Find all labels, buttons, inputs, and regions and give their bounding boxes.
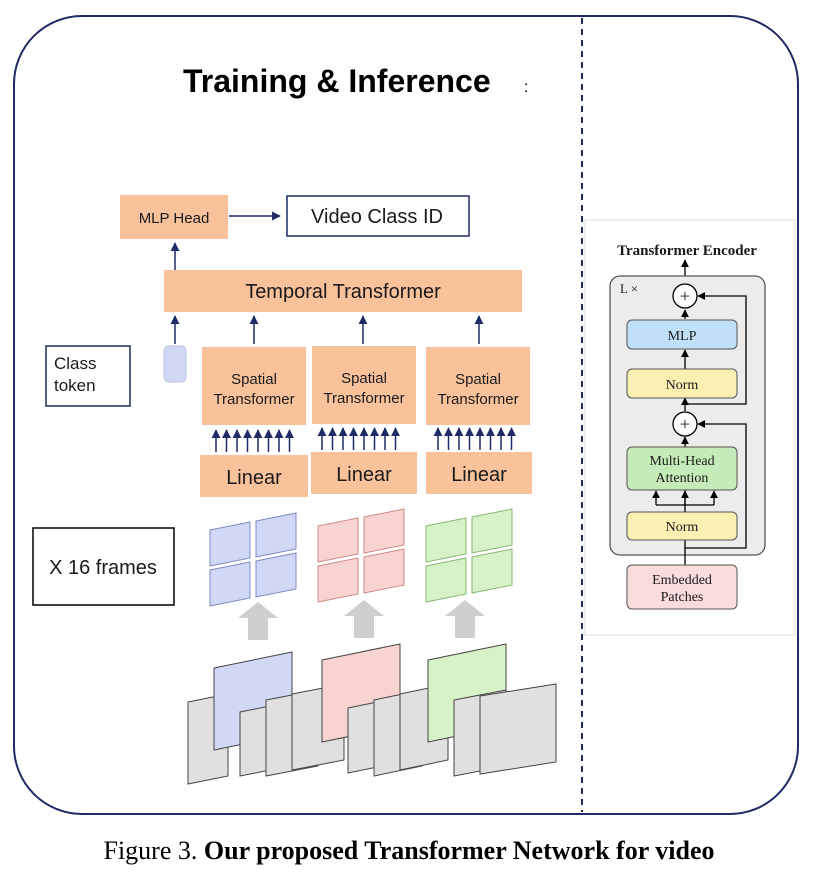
gray-up-arrow-1: [238, 602, 278, 640]
norm-box-bottom: [626, 511, 738, 541]
class-token-box: [45, 345, 131, 407]
frame-stack: [187, 643, 557, 785]
video-class-id-label: Video Class ID: [311, 206, 443, 228]
temporal-transformer-label: Temporal Transformer: [245, 281, 441, 303]
residual-path-1: [685, 420, 747, 549]
figure-caption: Figure 3. Our proposed Transformer Netwo…: [0, 836, 818, 866]
embedded-label-2: Patches: [661, 590, 704, 605]
attention-label-1: Multi-Head: [649, 454, 714, 469]
repeat-label: L ×: [620, 281, 638, 296]
mlp-head-label: MLP Head: [139, 210, 210, 227]
add-node-bottom: [672, 411, 698, 437]
spatial-transformer-label-1: Spatial: [341, 370, 387, 387]
spatial-transformer-label-2: Transformer: [437, 391, 518, 408]
frames-label: X 16 frames: [49, 557, 157, 579]
norm-label-bottom: Norm: [666, 520, 699, 535]
class-token-label-2: token: [54, 376, 96, 395]
spatial-transformer-label-1: Spatial: [455, 371, 501, 388]
encoder-title: Transformer Encoder: [617, 243, 757, 259]
training-title-suffix: :: [524, 79, 528, 96]
patch-grid-pink: [317, 508, 405, 603]
outer-frame: [13, 15, 799, 815]
gray-up-arrow-3: [445, 600, 485, 638]
spatial-transformer-box: [426, 347, 530, 425]
caption-title: Our proposed Transformer Network for vid…: [203, 836, 715, 865]
add-node-bottom-symbol: +: [680, 414, 690, 434]
frames-label-box: [32, 527, 175, 606]
linear-label: Linear: [451, 464, 507, 486]
norm-label-top: Norm: [666, 378, 699, 393]
temporal-transformer-box: [164, 270, 522, 312]
video-class-id-box: [286, 195, 470, 237]
residual-path-2: [685, 292, 747, 405]
training-title: Training & Inference: [183, 63, 491, 99]
class-token-label-1: Class: [54, 354, 97, 373]
spatial-transformer-label-2: Transformer: [323, 390, 404, 407]
mlp-label: MLP: [668, 329, 697, 344]
linear-box: [311, 452, 417, 494]
spatial-transformer-label-2: Transformer: [213, 391, 294, 408]
spatial-column-2: Spatial Transformer Linear: [311, 346, 417, 494]
attention-box: [626, 446, 738, 491]
norm-box-top: [626, 368, 738, 399]
linear-box: [200, 455, 308, 497]
mlp-box: [626, 319, 738, 350]
patch-grid-blue: [209, 512, 297, 607]
add-node-top-symbol: +: [680, 286, 690, 306]
attention-label-2: Attention: [656, 471, 709, 486]
spatial-transformer-box: [202, 347, 306, 425]
linear-box: [426, 452, 532, 494]
mlp-head-box: [120, 195, 228, 239]
add-node-top: [672, 283, 698, 309]
linear-label: Linear: [336, 464, 392, 486]
patch-grid-green: [425, 508, 513, 603]
embedded-label-1: Embedded: [652, 573, 712, 588]
gray-up-arrow-2: [344, 600, 384, 638]
caption-prefix: Figure 3.: [103, 836, 198, 865]
linear-label: Linear: [226, 467, 282, 489]
spatial-column-1: Spatial Transformer Linear: [200, 347, 308, 497]
spatial-transformer-box: [312, 346, 416, 424]
spatial-transformer-label-1: Spatial: [231, 371, 277, 388]
spatial-column-3: Spatial Transformer Linear: [426, 347, 532, 494]
embedded-patches-box: [626, 564, 738, 610]
class-token-capsule: [163, 345, 187, 383]
